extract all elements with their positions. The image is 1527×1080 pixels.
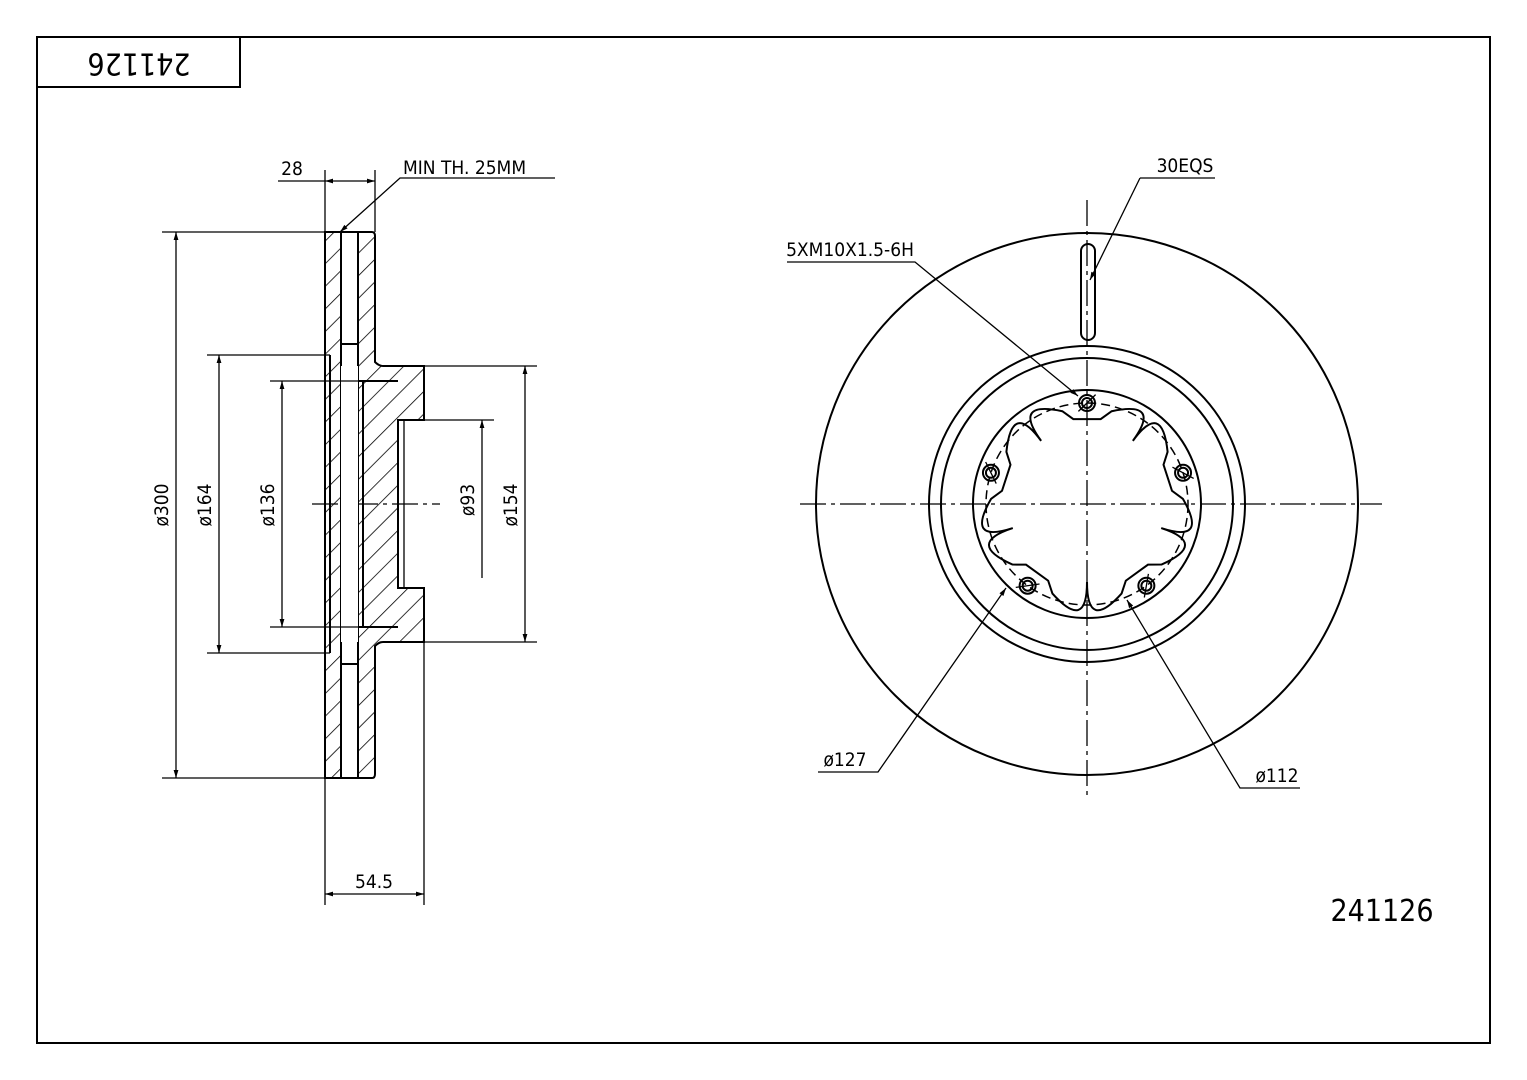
bolt-hole — [981, 463, 1000, 482]
bolt-hole — [1174, 463, 1193, 482]
dim-diameter-154: ø154 — [500, 483, 522, 526]
bolt-hole — [1140, 579, 1153, 592]
bolt-holes — [981, 394, 1194, 598]
dim-height-54-5: 54.5 — [355, 871, 393, 893]
bolt-hole — [1177, 466, 1190, 479]
dim-min-thickness: MIN TH. 25MM — [403, 157, 526, 179]
outer-disc-edge — [815, 232, 1359, 776]
label-pcd-112: ø112 — [1255, 765, 1298, 787]
dim-diameter-164: ø164 — [194, 483, 216, 526]
right-plate-and-hub — [357, 231, 425, 779]
bolt-hole — [1018, 576, 1037, 595]
drawing-frame — [36, 36, 1491, 1044]
bolt-hole — [984, 466, 997, 479]
label-thread: 5XM10X1.5-6H — [786, 239, 914, 261]
inverted-part-number: 241126 — [87, 46, 190, 81]
bolt-hole — [1078, 394, 1096, 412]
dim-thickness: 28 — [281, 158, 303, 180]
dim-diameter-136: ø136 — [257, 483, 279, 526]
dim-diameter-300: ø300 — [151, 483, 173, 526]
label-pcd-127: ø127 — [823, 749, 866, 771]
bolt-hole — [1081, 397, 1093, 409]
hub-circle — [972, 389, 1202, 619]
dim-diameter-93: ø93 — [457, 484, 479, 516]
left-friction-plate — [324, 231, 342, 779]
hub-bore-outline — [981, 407, 1193, 612]
vent-slot — [1080, 243, 1096, 341]
label-slots: 30EQS — [1157, 155, 1214, 177]
bolt-hole — [1137, 576, 1156, 595]
part-number: 241126 — [1330, 894, 1433, 929]
front-view: 30EQS 5XM10X1.5-6H ø127 ø112 — [786, 155, 1382, 800]
title-block: 241126 — [37, 37, 241, 88]
bolt-hole — [1021, 579, 1034, 592]
bolt-circle — [985, 402, 1189, 606]
side-view: 28 MIN TH. 25MM ø300 ø164 ø136 ø93 ø154 … — [151, 157, 555, 905]
